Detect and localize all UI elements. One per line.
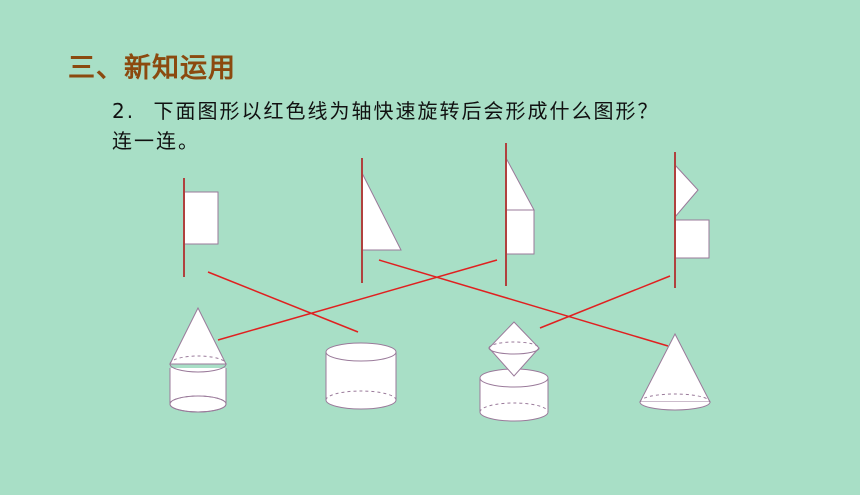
section-heading: 三、新知运用: [68, 53, 236, 84]
question-number: 2.: [112, 99, 136, 123]
connector-line: [539, 275, 671, 329]
question-text: 2. 下面图形以红色线为轴快速旋转后会形成什么图形？ 连一连。: [112, 96, 659, 156]
plane-figure-rectangle[interactable]: [183, 178, 219, 277]
plane-figure-triangle[interactable]: [361, 158, 402, 283]
question-line-1: 2. 下面图形以红色线为轴快速旋转后会形成什么图形？: [112, 96, 659, 126]
answer-connectors: [207, 259, 671, 347]
connector-line: [207, 271, 359, 333]
connector-line: [378, 259, 669, 347]
connector-line: [217, 259, 498, 341]
plane-figure-arrow-rectangle[interactable]: [674, 152, 710, 288]
question-prompt: 下面图形以红色线为轴快速旋转后会形成什么图形？: [153, 99, 660, 123]
solid-cone[interactable]: [639, 332, 711, 411]
solid-double-cone-on-cylinder[interactable]: [479, 321, 549, 422]
solid-cylinder[interactable]: [325, 342, 397, 410]
plane-figure-triangle-rectangle[interactable]: [505, 143, 535, 286]
question-line-2: 连一连。: [112, 129, 200, 153]
solid-cone-on-cylinder[interactable]: [169, 306, 227, 413]
